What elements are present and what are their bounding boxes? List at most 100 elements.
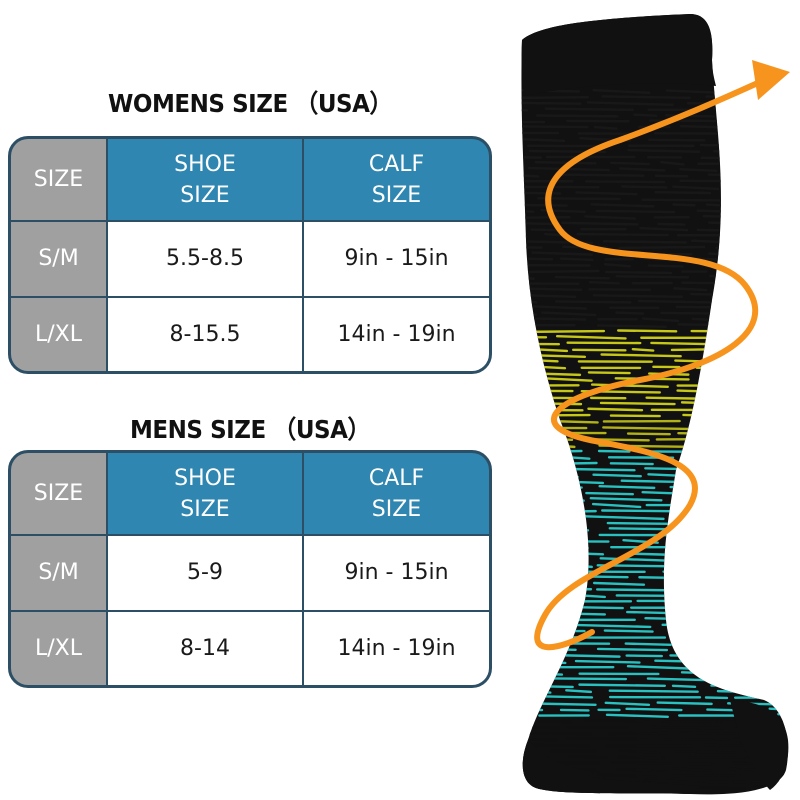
sock-stripe xyxy=(737,131,766,135)
sock-stripe xyxy=(680,401,711,405)
sock-stripe xyxy=(566,467,636,472)
sock-stripe xyxy=(786,281,788,285)
sock-stripe xyxy=(608,689,699,693)
sock-stripe xyxy=(602,426,690,431)
sock-stripe xyxy=(521,234,528,238)
sock-stripe xyxy=(769,347,788,352)
sock-stripe xyxy=(660,311,721,315)
sock-stripe xyxy=(645,396,718,401)
sock-stripe xyxy=(599,401,676,406)
sock-stripe xyxy=(707,443,732,448)
sock-stripe xyxy=(604,263,632,268)
sock-stripe xyxy=(592,88,651,94)
sock-stripe xyxy=(775,328,788,334)
sock-stripe xyxy=(782,401,788,406)
sock-stripe xyxy=(541,311,597,317)
sock-stripe xyxy=(521,467,554,471)
sock-stripe xyxy=(521,617,557,621)
sock-stripe xyxy=(525,317,587,321)
sock-stripe xyxy=(575,191,638,196)
sock-stripe xyxy=(739,683,771,688)
sock-stripe xyxy=(578,683,666,687)
sock-stripe xyxy=(697,162,759,166)
sock-stripe xyxy=(768,617,788,621)
sock-stripe xyxy=(617,755,665,760)
calf-size-column-header: CALF SIZE xyxy=(304,453,489,534)
sock-stripe xyxy=(550,509,597,514)
sock-stripe xyxy=(796,277,800,278)
sock-stripe xyxy=(679,168,718,172)
sock-stripe xyxy=(675,460,720,465)
sock-stripe xyxy=(671,545,700,549)
calf-size-column-header: CALF SIZE xyxy=(304,139,489,220)
size-label-sm: S/M xyxy=(11,536,106,610)
sock-stripe xyxy=(544,107,634,112)
sock-stripe xyxy=(674,647,750,651)
sock-stripe xyxy=(521,533,581,537)
sock-stripe xyxy=(757,323,788,327)
sock-stripe xyxy=(642,779,728,784)
sock-stripe xyxy=(626,432,671,436)
sock-stripe xyxy=(595,209,676,214)
sock-stripe xyxy=(521,587,543,592)
sock-stripe xyxy=(584,515,665,521)
sock-stripe xyxy=(521,257,554,261)
sock-stripe xyxy=(775,575,788,580)
sock-stripe xyxy=(521,395,536,399)
sock-stripe xyxy=(742,515,788,520)
sock-stripe xyxy=(521,209,535,213)
sock-stripe xyxy=(633,113,658,117)
sock-stripe xyxy=(521,702,597,706)
sock-stripe xyxy=(707,221,747,225)
sock-stripe xyxy=(608,731,669,736)
sock-stripe xyxy=(561,605,624,610)
sock-stripe xyxy=(561,221,639,226)
sock-stripe xyxy=(760,378,788,382)
sock-stripe xyxy=(590,203,655,208)
sock-stripe xyxy=(778,352,788,359)
sock-stripe xyxy=(576,232,669,237)
sock-stripe xyxy=(617,329,678,333)
sock-stripe xyxy=(741,240,788,245)
sock-stripe xyxy=(527,166,610,172)
sock-stripe xyxy=(731,485,774,490)
sock-stripe xyxy=(780,684,788,688)
sock-stripe xyxy=(665,89,717,94)
size-label-sm: S/M xyxy=(11,222,106,296)
sock-stripe xyxy=(782,425,788,429)
sock-stripe xyxy=(710,533,788,538)
sock-stripe xyxy=(740,168,788,172)
sock-stripe xyxy=(521,443,533,447)
sock-stripe xyxy=(578,594,606,599)
sock-stripe xyxy=(593,125,618,130)
sock-stripe xyxy=(746,203,788,208)
calf-size-sm: 9in - 15in xyxy=(304,222,489,296)
sock-stripe xyxy=(695,366,776,370)
sock-stripe xyxy=(778,245,788,250)
shoe-size-lxl: 8-15.5 xyxy=(108,297,302,371)
sock-stripe xyxy=(732,401,764,405)
sock-stripe xyxy=(631,347,655,352)
sock-stripe xyxy=(716,629,754,634)
sock-stripe xyxy=(610,161,650,166)
sock-stripe xyxy=(710,546,770,550)
sock-stripe xyxy=(588,281,620,285)
sock-stripe xyxy=(691,317,727,322)
sock-stripe xyxy=(774,599,788,604)
sock-stripe xyxy=(673,287,708,292)
sock-stripe xyxy=(598,485,656,490)
sock-stripe xyxy=(728,408,784,413)
sock-stripe xyxy=(535,114,619,118)
sock-stripe xyxy=(735,317,788,323)
sock-stripe xyxy=(559,257,594,262)
sock-stripe xyxy=(681,479,724,484)
sock-stripe xyxy=(526,304,587,310)
sock-stripe xyxy=(559,708,590,712)
sock-stripe xyxy=(662,569,729,573)
sock-stripe xyxy=(521,732,592,736)
sock-stripe xyxy=(588,288,652,292)
sock-stripe xyxy=(671,767,715,773)
sock-stripe xyxy=(521,173,540,178)
sock-stripe xyxy=(604,701,651,707)
sock-stripe xyxy=(521,221,558,226)
